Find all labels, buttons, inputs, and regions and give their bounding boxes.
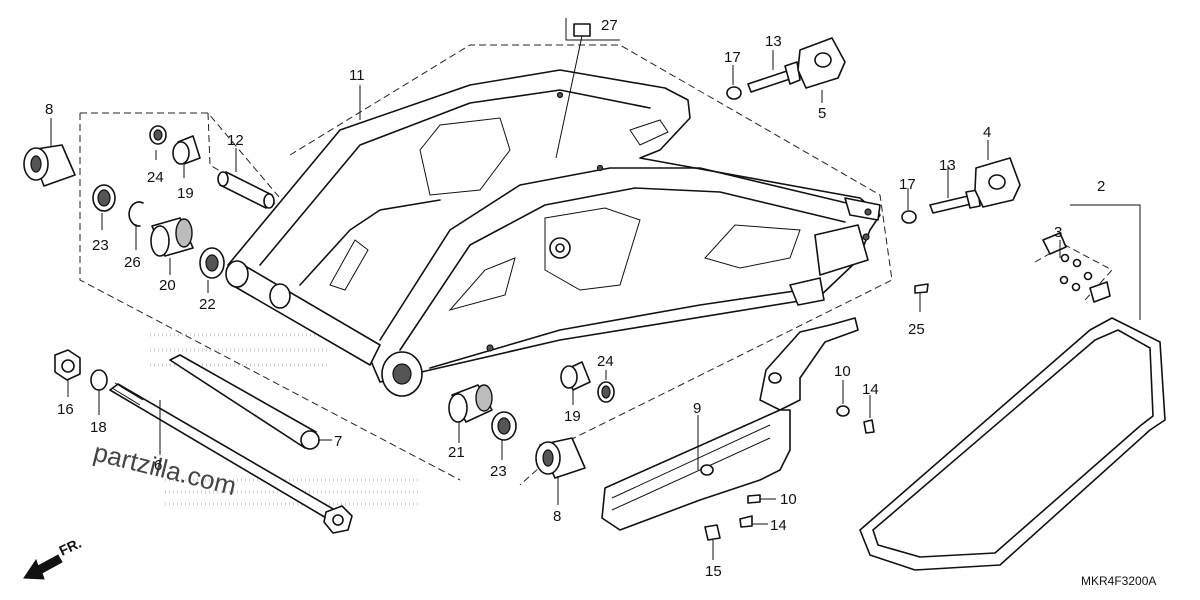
callout-18: 18 <box>90 419 107 436</box>
callout-23-lower: 23 <box>490 463 507 480</box>
callout-9: 9 <box>693 400 701 417</box>
front-marker-text: FR. <box>57 535 84 559</box>
callout-27: 27 <box>601 17 618 34</box>
callout-14-upper: 14 <box>862 381 879 398</box>
callout-19-upper: 19 <box>177 185 194 202</box>
callout-12: 12 <box>227 132 244 149</box>
upper-chain-adjuster-group <box>726 37 846 100</box>
callout-22: 22 <box>199 296 216 313</box>
callout-8-upper: 8 <box>45 101 53 118</box>
callout-2: 2 <box>1097 178 1105 195</box>
callout-20: 20 <box>159 277 176 294</box>
callout-13-lower: 13 <box>939 157 956 174</box>
pivot-bearing-parts <box>23 125 615 534</box>
callout-19-lower: 19 <box>564 408 581 425</box>
swingarm <box>225 69 881 397</box>
callout-10-upper: 10 <box>834 363 851 380</box>
chain-guide <box>601 317 875 541</box>
callout-7: 7 <box>334 433 342 450</box>
callout-17-lower: 17 <box>899 176 916 193</box>
front-direction-indicator: FR. <box>23 535 84 580</box>
callout-24-upper: 24 <box>147 169 164 186</box>
callout-24-lower: 24 <box>597 353 614 370</box>
callout-3: 3 <box>1054 224 1062 241</box>
callout-11: 11 <box>349 67 365 84</box>
part-27-cap <box>555 18 620 159</box>
callout-26: 26 <box>124 254 141 271</box>
callout-14-lower: 14 <box>770 517 787 534</box>
callout-4: 4 <box>983 124 991 141</box>
callout-17-upper: 17 <box>724 49 741 66</box>
callout-23-upper: 23 <box>92 237 109 254</box>
diagram-code: MKR4F3200A <box>1081 574 1156 588</box>
lower-chain-adjuster-group <box>901 157 1021 312</box>
callout-10-lower: 10 <box>780 491 797 508</box>
callout-labels: 27 13 17 5 11 8 12 24 19 4 13 17 2 3 23 … <box>45 17 1105 580</box>
front-arrow-icon <box>23 554 63 580</box>
callout-16: 16 <box>57 401 74 418</box>
callout-5: 5 <box>818 105 826 122</box>
callout-6: 6 <box>154 457 162 474</box>
callout-15: 15 <box>705 563 722 580</box>
callout-leaders <box>50 50 989 560</box>
callout-25: 25 <box>908 321 925 338</box>
callout-21: 21 <box>448 444 465 461</box>
callout-13-upper: 13 <box>765 33 782 50</box>
callout-8-lower: 8 <box>553 508 561 525</box>
drive-chain <box>859 204 1166 571</box>
